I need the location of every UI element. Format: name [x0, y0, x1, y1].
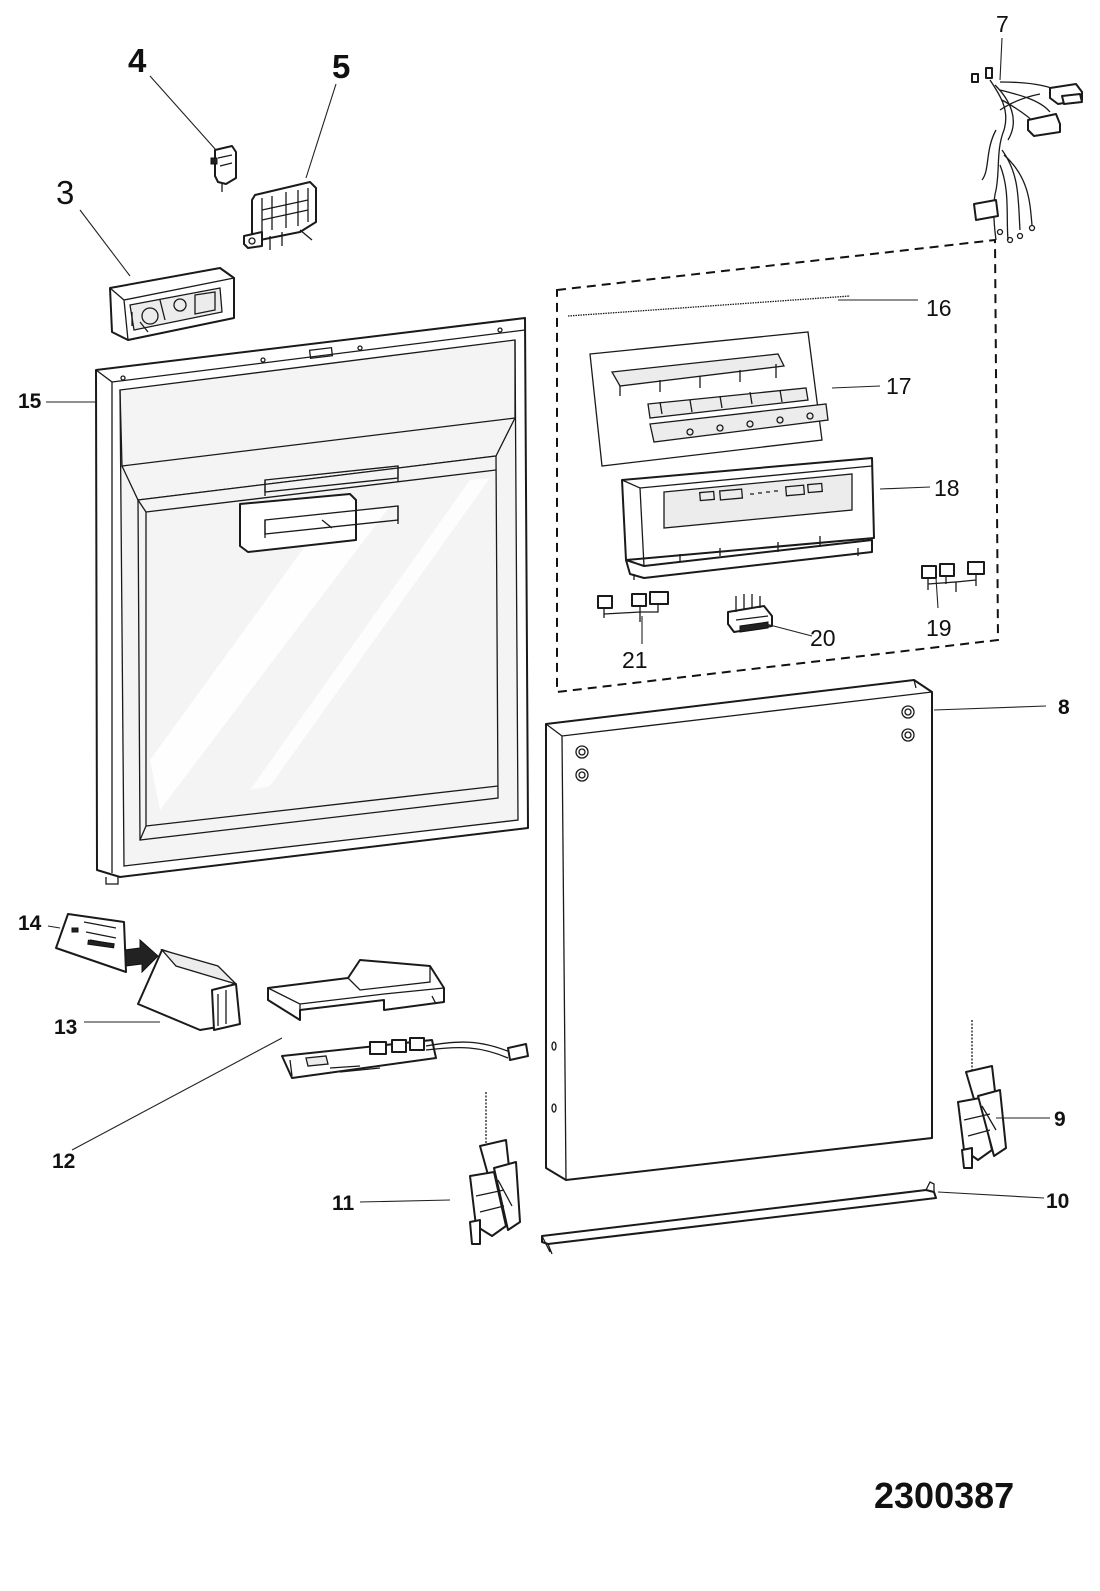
callout-11: 11 [332, 1192, 355, 1215]
part-18-control-panel[interactable] [621, 457, 875, 580]
part-3-detergent-dispenser[interactable] [109, 267, 235, 341]
callout-14: 14 [18, 912, 42, 935]
callout-19: 19 [926, 615, 952, 641]
callout-9: 9 [1054, 1108, 1066, 1131]
part-12-electronic-module[interactable] [267, 959, 529, 1079]
part-7-wiring-harness[interactable] [971, 67, 1083, 244]
callout-18: 18 [934, 475, 960, 501]
callout-15: 15 [18, 390, 42, 413]
callout-7: 7 [996, 11, 1009, 37]
part-19-button-set[interactable] [921, 561, 985, 592]
callout-3: 3 [56, 174, 74, 211]
callout-10: 10 [1046, 1190, 1069, 1213]
callout-13: 13 [54, 1016, 77, 1039]
part-8-outer-door-panel[interactable] [545, 679, 933, 1181]
part-13-module-box[interactable] [123, 938, 241, 1031]
callout-4: 4 [128, 42, 147, 79]
part-5-door-lock[interactable] [243, 181, 317, 250]
callout-8: 8 [1058, 696, 1070, 719]
callout-5: 5 [332, 48, 350, 85]
callout-16: 16 [926, 295, 952, 321]
part-15-inner-door-panel[interactable] [95, 317, 529, 885]
leader-lines [46, 37, 1050, 1203]
part-20-connector[interactable] [727, 594, 773, 633]
part-17-electronic-boards[interactable] [589, 331, 829, 467]
part-21-button-set[interactable] [597, 591, 669, 622]
callout-17: 17 [886, 373, 912, 399]
part-9-hinge-right[interactable] [957, 1020, 1007, 1169]
part-10-bottom-rod[interactable] [541, 1181, 937, 1255]
document-number: 2300387 [874, 1475, 1014, 1516]
part-4-microswitch[interactable] [210, 145, 237, 192]
part-16-seal-strip[interactable] [567, 295, 851, 317]
part-14-label-card[interactable] [55, 913, 127, 973]
control-panel-group-outline [556, 238, 1000, 694]
part-11-hinge-left[interactable] [469, 1092, 521, 1245]
callout-20: 20 [810, 625, 836, 651]
callout-labels: 4 5 3 7 15 16 17 18 19 20 21 8 9 10 11 1… [18, 11, 1070, 1215]
callout-12: 12 [52, 1150, 75, 1173]
callout-21: 21 [622, 647, 648, 673]
